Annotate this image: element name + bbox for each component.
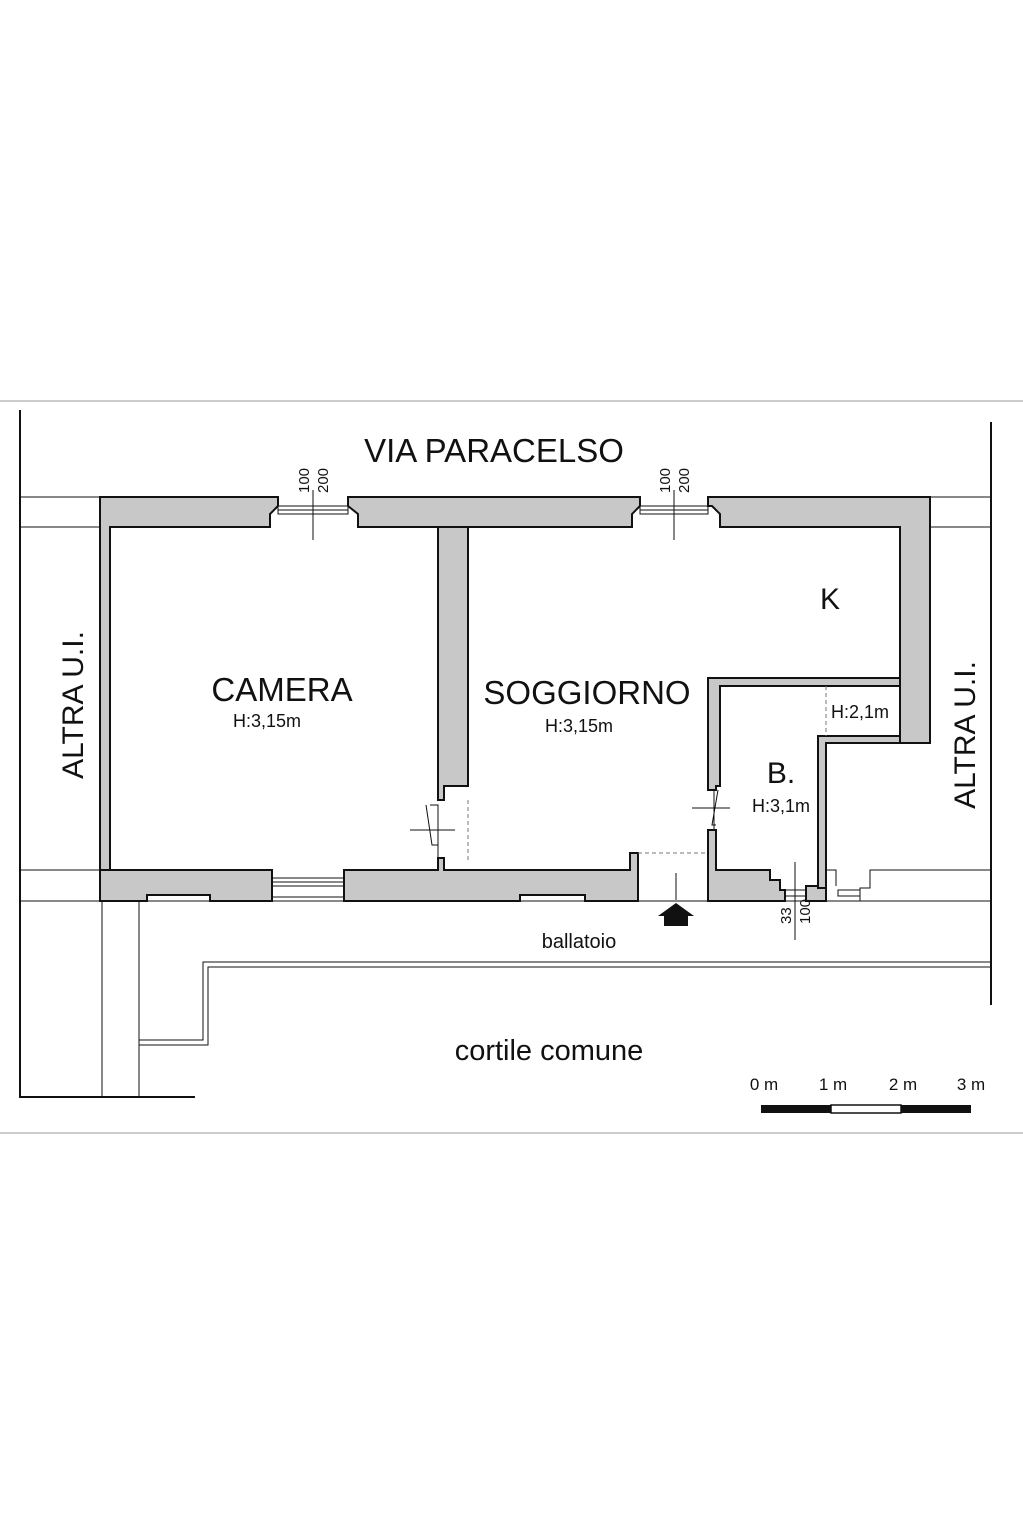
scale-label-2: 2 m xyxy=(889,1075,917,1094)
room-height-soggiorno: H:3,15m xyxy=(545,716,613,736)
room-height-bath-niche: H:2,1m xyxy=(831,702,889,722)
wall-bathroom xyxy=(707,677,901,791)
scale-bar xyxy=(761,1104,971,1114)
room-name-camera: CAMERA xyxy=(211,671,352,708)
wall-north-middle xyxy=(347,496,641,787)
ballatoio-label: ballatoio xyxy=(542,931,617,953)
walls xyxy=(99,496,931,902)
entrance-arrow-icon xyxy=(658,903,694,926)
room-height-bath: H:3,1m xyxy=(752,796,810,816)
site-boundary xyxy=(19,410,992,1098)
courtyard-label: cortile comune xyxy=(455,1035,644,1067)
window-bath-width: 33 xyxy=(778,907,795,924)
wall-south-camera xyxy=(99,869,273,902)
window-camera-height: 200 xyxy=(315,468,332,493)
room-height-camera: H:3,15m xyxy=(233,711,301,731)
neighbor-left-label: ALTRA U.I. xyxy=(57,631,90,779)
scale-label-0: 0 m xyxy=(750,1075,778,1094)
wall-north-east xyxy=(707,496,931,744)
room-name-bath: B. xyxy=(767,757,795,790)
wall-partition-camera-soggiorno xyxy=(437,526,469,801)
room-name-soggiorno: SOGGIORNO xyxy=(483,674,690,711)
neighbor-right-label: ALTRA U.I. xyxy=(949,661,982,809)
street-label: VIA PARACELSO xyxy=(364,432,624,469)
window-camera-width: 100 xyxy=(296,468,313,493)
doors xyxy=(410,686,837,900)
wall-bathroom-niche xyxy=(817,735,901,889)
wall-bathroom-south xyxy=(707,829,786,902)
window-soggiorno-width: 100 xyxy=(657,468,674,493)
window-soggiorno-height: 200 xyxy=(676,468,693,493)
wall-south-east-stub xyxy=(805,885,827,902)
wall-south-east-outline xyxy=(859,869,891,901)
windows xyxy=(271,490,861,940)
scale-label-3: 3 m xyxy=(957,1075,985,1094)
room-name-kitchen: K xyxy=(820,583,840,616)
scale-label-1: 1 m xyxy=(819,1075,847,1094)
window-bath-height: 100 xyxy=(797,899,814,924)
wall-south-soggiorno xyxy=(343,852,639,902)
